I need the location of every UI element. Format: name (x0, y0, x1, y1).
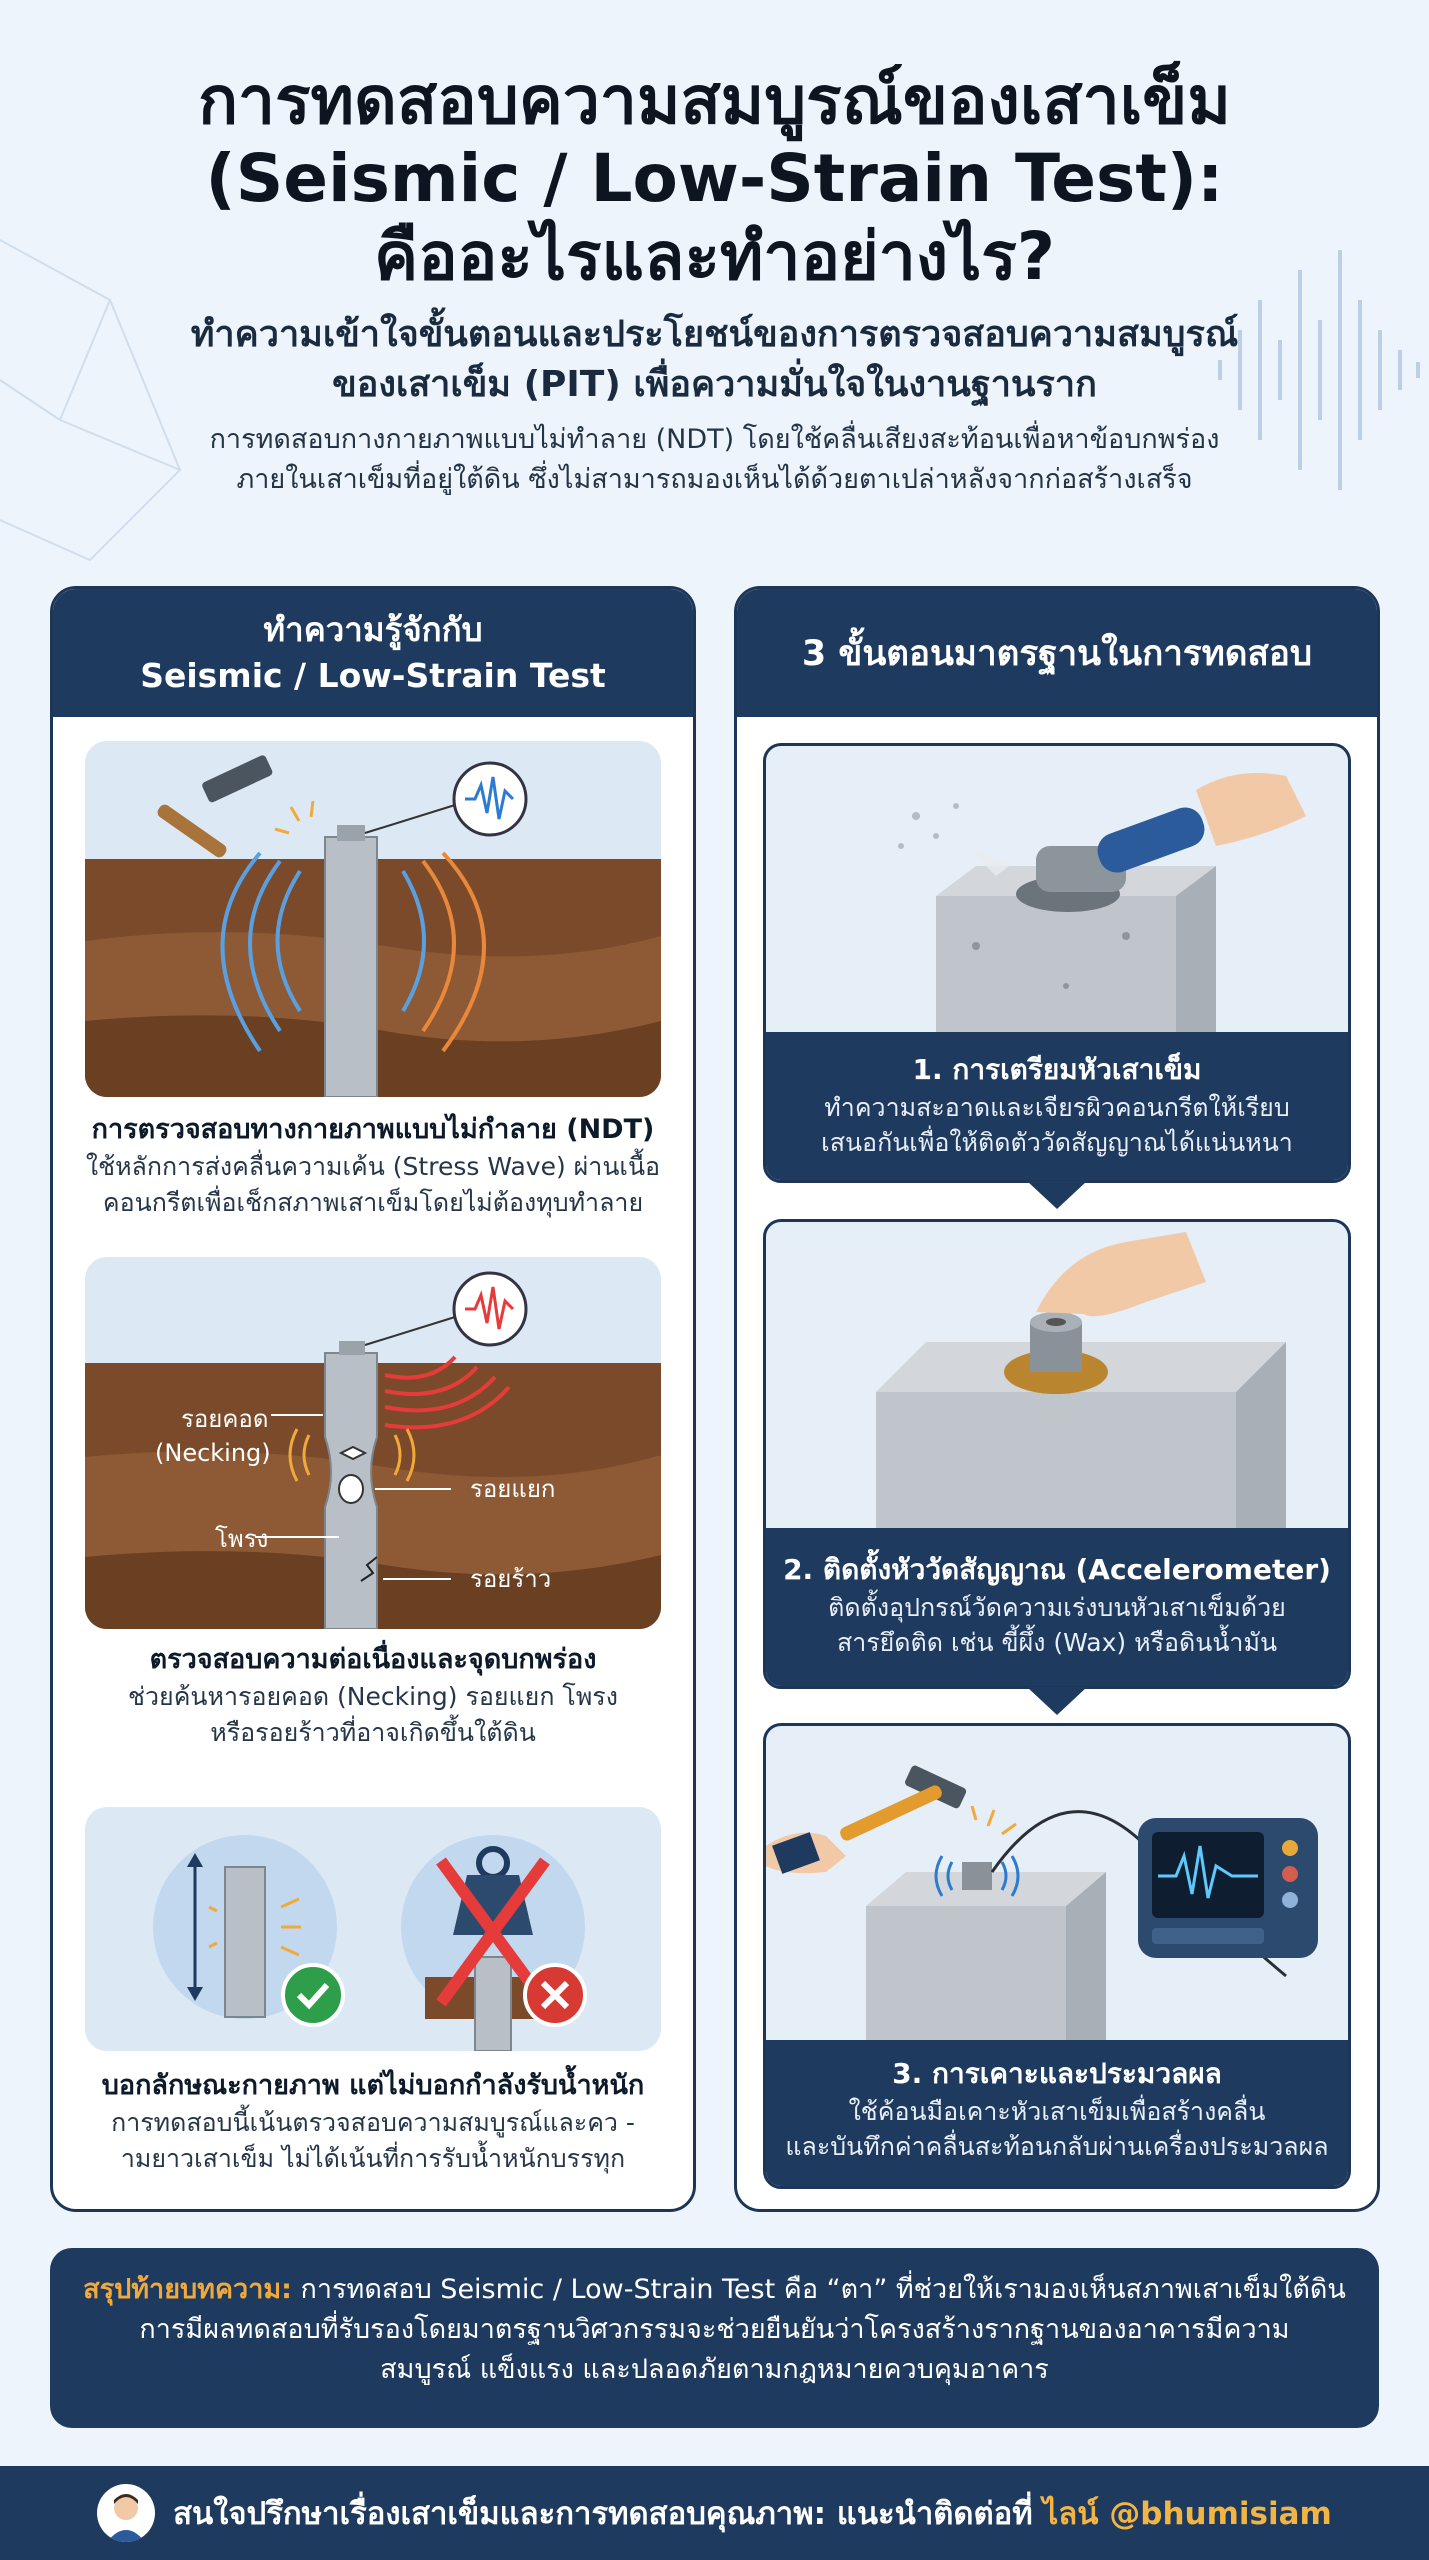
step-1-band: 1. การเตรียมหัวเสาเข็ม ทำความสะอาดและเจี… (766, 1032, 1348, 1180)
defects-body-2: หรือรอยร้าวที่อาจเกิดขึ้นใต้ดิน (210, 1718, 536, 1747)
right-panel-title: 3 ขั้นตอนมาตรฐานในการทดสอบ (801, 633, 1313, 674)
summary-line-3: สมบูรณ์ แข็งแรง และปลอดภัยตามกฎหมายควบคุ… (380, 2354, 1049, 2385)
hammer-icon (157, 755, 273, 858)
ndt-illustration (85, 741, 661, 1097)
summary-box: สรุปท้ายบทความ: การทดสอบ Seismic / Low-S… (50, 2248, 1379, 2428)
step-3-testing-illustration (766, 1765, 1318, 2046)
step-2-body-2: สารยึดติด เช่น ขี้ผึ้ง (Wax) หรือดินน้ำม… (836, 1628, 1278, 1657)
ndt-pile-diagram (85, 755, 661, 1097)
step-1-title: 1. การเตรียมหัวเสาเข็ม (912, 1053, 1202, 1086)
step-3-title: 3. การเคาะและประมวลผล (892, 2057, 1222, 2090)
cross-icon (523, 1963, 587, 2027)
label-void: โพรง (215, 1525, 268, 1553)
ndt-body-2: คอนกรีตเพื่อเช็กสภาพเสาเข็มโดยไม่ต้องทุบ… (102, 1188, 644, 1217)
capacity-illustration (85, 1807, 661, 2051)
ndt-title: การตรวจสอบทางกายภาพแบบไม่กำลาย (NDT) (91, 1114, 655, 1145)
step-2-sensor-illustration (876, 1232, 1286, 1532)
title-line-1: การทดสอบความสมบูรณ์ของเสาเข็ม (198, 62, 1231, 139)
summary-text-1: การทดสอบ Seismic / Low-Strain Test คือ “… (291, 2274, 1346, 2305)
capacity-body-2: ามยาวเสาเข็ม ไม่ได้เน้นที่การรับน้ำหนักบ… (120, 2144, 626, 2173)
summary-label: สรุปท้ายบทความ: (83, 2274, 292, 2305)
grinder-icon (1016, 773, 1306, 912)
step-1-body-1: ทำความสะอาดและเจียรผิวคอนกรีตให้เรียบ (824, 1093, 1290, 1122)
accelerometer-icon (1030, 1312, 1082, 1372)
step-1-body-2: เสนอกันเพื่อให้ติดตัววัดสัญญาณได้แน่นหนา (821, 1128, 1293, 1157)
label-split: รอยแยก (470, 1475, 555, 1503)
signal-bubble-red-icon (452, 1271, 528, 1347)
line-contact-link[interactable]: ไลน์ @bhumisiam (1042, 2496, 1332, 2532)
step-3-body-1: ใช้ค้อนมือเคาะหัวเสาเข็มเพื่อสร้างคลื่น (848, 2097, 1266, 2126)
step-3-band: 3. การเคาะและประมวลผล ใช้ค้อนมือเคาะหัวเ… (766, 2040, 1348, 2186)
left-panel-title-2: Seismic / Low-Strain Test (140, 656, 606, 695)
capacity-diagram (153, 1835, 587, 2051)
step-3-body-2: และบันทึกค่าคลื่นสะท้อนกลับผ่านเครื่องปร… (785, 2132, 1329, 2161)
summary-line-1: สรุปท้ายบทความ: การทดสอบ Seismic / Low-S… (50, 2270, 1379, 2310)
defects-illustration: รอยคอด (Necking) โพรง รอยแยก รอยร้าว (85, 1257, 661, 1629)
capacity-title: บอกลักษณะกายภาพ แต่ไม่บอกกำลังรับน้ำหนัก (101, 2070, 645, 2101)
step-2-band: 2. ติดตั้งหัววัดสัญญาณ (Accelerometer) ต… (766, 1528, 1348, 1686)
step-1-grinding-illustration (898, 773, 1306, 1036)
right-panel-header: 3 ขั้นตอนมาตรฐานในการทดสอบ (737, 589, 1377, 717)
capacity-caption: บอกลักษณะกายภาพ แต่ไม่บอกกำลังรับน้ำหนัก… (53, 2067, 693, 2177)
header: การทดสอบความสมบูรณ์ของเสาเข็ม (Seismic /… (0, 0, 1429, 500)
step-3-card: 3. การเคาะและประมวลผล ใช้ค้อนมือเคาะหัวเ… (763, 1723, 1351, 2189)
defects-pile-diagram: รอยคอด (Necking) โพรง รอยแยก รอยร้าว (85, 1271, 661, 1629)
page-title: การทดสอบความสมบูรณ์ของเสาเข็ม (Seismic /… (0, 62, 1429, 296)
person-icon (107, 2494, 146, 2542)
step-1-card: 1. การเตรียมหัวเสาเข็ม ทำความสะอาดและเจี… (763, 743, 1351, 1183)
label-necking-th: รอยคอด (181, 1405, 268, 1433)
label-necking-en: (Necking) (155, 1439, 271, 1467)
step-2-title: 2. ติดตั้งหัววัดสัญญาณ (Accelerometer) (783, 1553, 1331, 1586)
capacity-body-1: การทดสอบนี้เน้นตรวจสอบความสมบูรณ์และคว - (111, 2108, 635, 2137)
avatar (97, 2484, 156, 2542)
defects-title: ตรวจสอบความต่อเนื่องและจุดบกพร่อง (149, 1644, 597, 1675)
step-2-card: 2. ติดตั้งหัววัดสัญญาณ (Accelerometer) ต… (763, 1219, 1351, 1689)
left-panel-title-1: ทำความรู้จักกับ (263, 610, 483, 649)
footer: สนใจปรึกษาเรื่องเสาเข็มและการทดสอบคุณภาพ… (0, 2466, 1429, 2560)
intro-text: การทดสอบกางกายภาพแบบไม่ทำลาย (NDT) โดยใช… (0, 420, 1429, 500)
check-icon (281, 1963, 345, 2027)
step-arrow-1-icon (1027, 1181, 1087, 1209)
weight-icon (453, 1846, 533, 1935)
title-line-3: คืออะไรและทำอย่างไร? (373, 218, 1056, 295)
defects-body-1: ช่วยค้นหารอยคอด (Necking) รอยแยก โพรง (128, 1682, 618, 1711)
ndt-caption: การตรวจสอบทางกายภาพแบบไม่กำลาย (NDT) ใช้… (53, 1111, 693, 1221)
subtitle-line-2: ของเสาเข็ม (PIT) เพื่อความมั่นใจในงานฐาน… (332, 364, 1097, 405)
hammer-hand-icon (766, 1765, 967, 1874)
signal-bubble-icon (452, 761, 528, 837)
footer-text: สนใจปรึกษาเรื่องเสาเข็มและการทดสอบคุณภาพ… (173, 2496, 1033, 2532)
ndt-body-1: ใช้หลักการส่งคลื่นความเค้น (Stress Wave)… (85, 1152, 661, 1181)
title-line-2: (Seismic / Low-Strain Test): (205, 140, 1224, 217)
page-subtitle: ทำความเข้าใจขั้นตอนและประโยชน์ของการตรวจ… (0, 310, 1429, 410)
left-panel-header: ทำความรู้จักกับ Seismic / Low-Strain Tes… (53, 589, 693, 717)
analyzer-device-icon (1138, 1818, 1318, 1958)
step-2-body-1: ติดตั้งอุปกรณ์วัดความเร่งบนหัวเสาเข็มด้ว… (828, 1593, 1286, 1622)
step-arrow-2-icon (1027, 1687, 1087, 1715)
left-panel: ทำความรู้จักกับ Seismic / Low-Strain Tes… (50, 586, 696, 2212)
right-panel: 3 ขั้นตอนมาตรฐานในการทดสอบ 1. การเตรียมห… (734, 586, 1380, 2212)
intro-line-1: การทดสอบกางกายภาพแบบไม่ทำลาย (NDT) โดยใช… (209, 424, 1220, 455)
summary-line-2: การมีผลทดสอบที่รับรองโดยมาตรฐานวิศวกรรมจ… (139, 2314, 1290, 2345)
defects-caption: ตรวจสอบความต่อเนื่องและจุดบกพร่อง ช่วยค้… (53, 1641, 693, 1751)
label-crack: รอยร้าว (470, 1565, 551, 1593)
subtitle-line-1: ทำความเข้าใจขั้นตอนและประโยชน์ของการตรวจ… (190, 314, 1239, 355)
intro-line-2: ภายในเสาเข็มที่อยู่ใต้ดิน ซึ่งไม่สามารถม… (236, 464, 1193, 495)
